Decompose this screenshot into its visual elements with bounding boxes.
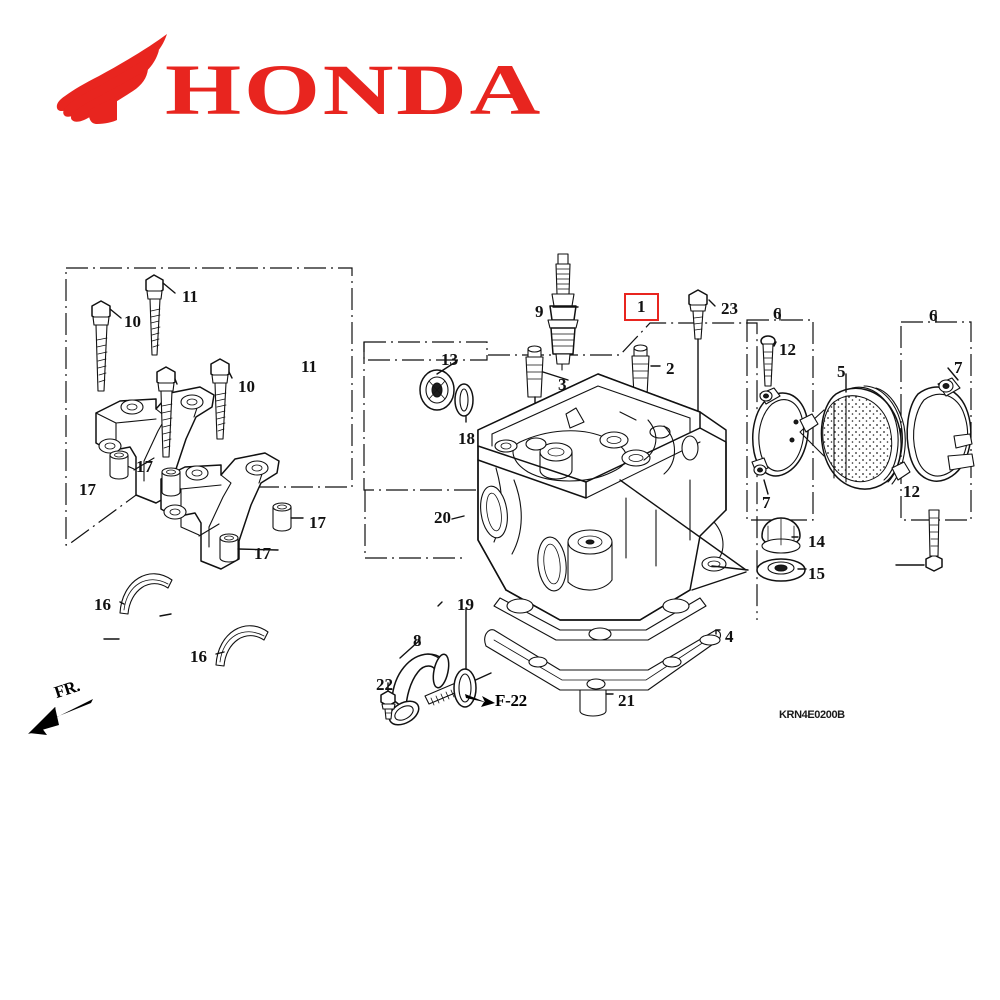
callout-8[interactable]: 8: [413, 631, 422, 650]
callout-20[interactable]: 20: [434, 508, 451, 527]
part-dowel-pin-17-d: [219, 533, 239, 563]
callout-1-highlighted[interactable]: 1: [624, 293, 659, 321]
callout-10[interactable]: 10: [238, 377, 255, 396]
callout-3[interactable]: 3: [558, 375, 567, 394]
part-camshaft-holder-b: [160, 452, 280, 570]
callout-10[interactable]: 10: [124, 312, 141, 331]
callout-13[interactable]: 13: [441, 350, 458, 369]
leader-lines: [103, 282, 959, 695]
part-water-joint-8: [388, 653, 450, 726]
callout-12[interactable]: 12: [779, 340, 796, 359]
part-seal-rubber-16-b: [215, 625, 269, 667]
honda-wordmark: HONDA: [165, 57, 543, 127]
group-boundary-camholder: [65, 267, 353, 546]
part-bolt-11-upper: [145, 274, 164, 356]
part-cylinder-head-1: [477, 373, 727, 641]
callout-16[interactable]: 16: [190, 647, 207, 666]
front-direction-arrow-icon: [28, 699, 93, 735]
exploded-parts-diagram: .ln { fill:none; stroke:#111; stroke-wid…: [0, 150, 1000, 850]
part-bolt-10-lower: [156, 366, 176, 458]
honda-wing-icon: [56, 34, 167, 124]
part-cap-nut-14: [761, 517, 801, 554]
part-spark-plug-9: [547, 253, 579, 371]
part-camshaft-holder-a: [95, 386, 215, 504]
callout-14[interactable]: 14: [808, 532, 825, 551]
callout-5[interactable]: 5: [837, 362, 846, 381]
callout-17[interactable]: 17: [79, 480, 96, 499]
part-seal-rubber-16-a: [119, 573, 173, 615]
part-gasket-4: [484, 629, 722, 691]
part-bolt-10-upper: [91, 300, 111, 392]
part-bolt-23: [688, 289, 708, 470]
part-band-assembly-left: [751, 335, 809, 477]
callout-12[interactable]: 12: [903, 482, 920, 501]
callout-6[interactable]: 6: [929, 306, 938, 325]
part-insulator-5: [799, 385, 911, 490]
callout-pointer-lines: [619, 479, 749, 591]
diagram-code-label: KRN4E0200B: [779, 709, 845, 721]
group-boundary-lower: [364, 490, 462, 559]
callout-9[interactable]: 9: [535, 302, 544, 321]
part-bolt-22: [380, 682, 396, 720]
part-stud-2: [631, 344, 650, 397]
part-band-assembly-right: [906, 377, 975, 572]
part-oring-18: [454, 383, 474, 417]
callout-18[interactable]: 18: [458, 429, 475, 448]
callout-22[interactable]: 22: [376, 675, 393, 694]
part-dowel-pin-17-a: [109, 450, 129, 480]
callout-11[interactable]: 11: [301, 357, 318, 376]
callout-6[interactable]: 6: [773, 304, 782, 323]
group-boundary-studs: [363, 341, 488, 491]
callout-21[interactable]: 21: [618, 691, 635, 710]
callout-2[interactable]: 2: [666, 359, 675, 378]
cross-reference-label[interactable]: F-22: [495, 691, 527, 710]
callout-4[interactable]: 4: [725, 627, 734, 646]
part-washer-15: [756, 558, 806, 582]
part-sealing-bolt-13: [419, 369, 455, 411]
part-dowel-pin-17-b: [161, 467, 181, 497]
callout-17[interactable]: 17: [136, 457, 153, 476]
part-bolt-11-lower: [210, 358, 230, 440]
diagram-svg: .ln { fill:none; stroke:#111; stroke-wid…: [65, 253, 975, 726]
group-leader-lines: [779, 309, 937, 323]
brand-name-text: HONDA: [165, 57, 543, 127]
callout-7[interactable]: 7: [954, 358, 963, 377]
cross-reference-arrow-icon: [465, 694, 495, 707]
callout-7[interactable]: 7: [762, 493, 771, 512]
callout-16[interactable]: 16: [94, 595, 111, 614]
callout-19[interactable]: 19: [457, 595, 474, 614]
callout-15[interactable]: 15: [808, 564, 825, 583]
callout-17[interactable]: 17: [309, 513, 326, 532]
callout-17[interactable]: 17: [254, 544, 271, 563]
part-dowel-pin-17-c: [272, 502, 292, 532]
callout-23[interactable]: 23: [721, 299, 738, 318]
brand-header: HONDA: [0, 0, 1000, 150]
callout-11[interactable]: 11: [182, 287, 199, 306]
